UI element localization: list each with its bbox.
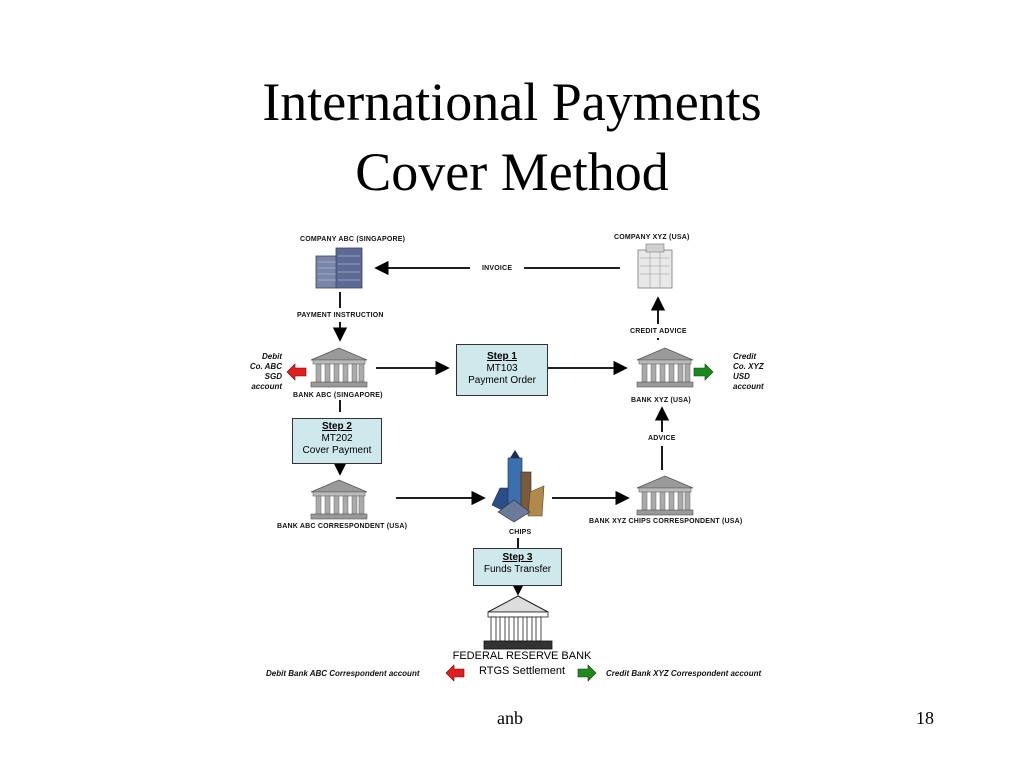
bank-xyz-icon: [636, 347, 694, 388]
bank-abc-label: BANK ABC (SINGAPORE): [293, 392, 383, 399]
step1-line2: Payment Order: [468, 375, 536, 386]
debit-note-line: Debit: [262, 352, 282, 361]
bank-abc-correspondent-icon: [310, 479, 368, 520]
bank-xyz-correspondent-icon: [636, 475, 694, 516]
debit-bank-abc-correspondent-note: Debit Bank ABC Correspondent account: [266, 669, 420, 678]
bank-abc-correspondent-label: BANK ABC CORRESPONDENT (USA): [277, 523, 408, 530]
step3-line1: Funds Transfer: [483, 564, 552, 575]
step2-box: Step 2 MT202 Cover Payment: [292, 418, 382, 464]
step1-line1: MT103: [486, 363, 518, 374]
step3-heading: Step 3: [502, 552, 533, 563]
advice-label: ADVICE: [648, 435, 676, 442]
debit-note-line: Co. ABC: [249, 362, 282, 371]
chips-towers-icon: [491, 450, 545, 523]
chips-label: CHIPS: [509, 529, 532, 536]
credit-advice-label: CREDIT ADVICE: [630, 328, 687, 335]
step2-line2: Cover Payment: [302, 445, 372, 456]
company-abc-label: COMPANY ABC (SINGAPORE): [300, 236, 406, 243]
step1-heading: Step 1: [486, 351, 517, 362]
footer-label: anb: [497, 708, 523, 728]
company-xyz-label: COMPANY XYZ (USA): [614, 234, 690, 241]
federal-reserve-label: FEDERAL RESERVE BANK: [452, 650, 592, 662]
credit-note-line: Co. XYZ: [733, 362, 764, 371]
credit-company-xyz-note: Credit Co. XYZ USD account: [733, 352, 783, 392]
payment-instruction-label: PAYMENT INSTRUCTION: [297, 312, 384, 319]
credit-arrow-icon: [693, 363, 714, 381]
invoice-label: INVOICE: [482, 265, 513, 272]
bank-xyz-label: BANK XYZ (USA): [631, 397, 691, 404]
federal-reserve-building-icon: [483, 595, 553, 650]
step2-line1: MT202: [321, 433, 353, 444]
step2-heading: Step 2: [321, 421, 352, 432]
step1-box: Step 1 MT103 Payment Order: [456, 344, 548, 396]
rtgs-settlement-label: RTGS Settlement: [479, 665, 565, 677]
debit-note-line: account: [251, 382, 282, 391]
credit-note-line: USD: [733, 372, 750, 381]
company-xyz-building-icon: [637, 243, 673, 289]
credit-bank-xyz-correspondent-note: Credit Bank XYZ Correspondent account: [606, 669, 762, 678]
page-number: 18: [916, 708, 934, 728]
bank-abc-icon: [310, 347, 368, 388]
step3-box: Step 3 Funds Transfer: [473, 548, 562, 586]
credit-bottom-arrow-icon: [577, 664, 597, 682]
credit-note-line: Credit: [733, 352, 757, 361]
debit-note-line: SGD: [264, 372, 282, 381]
debit-company-abc-note: Debit Co. ABC SGD account: [236, 352, 282, 392]
bank-xyz-correspondent-label: BANK XYZ CHIPS CORRESPONDENT (USA): [589, 518, 743, 525]
debit-bottom-arrow-icon: [445, 664, 465, 682]
credit-note-line: account: [733, 382, 764, 391]
slide-title-line1: International Payments: [262, 72, 762, 132]
company-abc-building-icon: [315, 247, 363, 289]
slide-title-line2: Cover Method: [355, 142, 669, 202]
debit-arrow-icon: [286, 363, 307, 381]
